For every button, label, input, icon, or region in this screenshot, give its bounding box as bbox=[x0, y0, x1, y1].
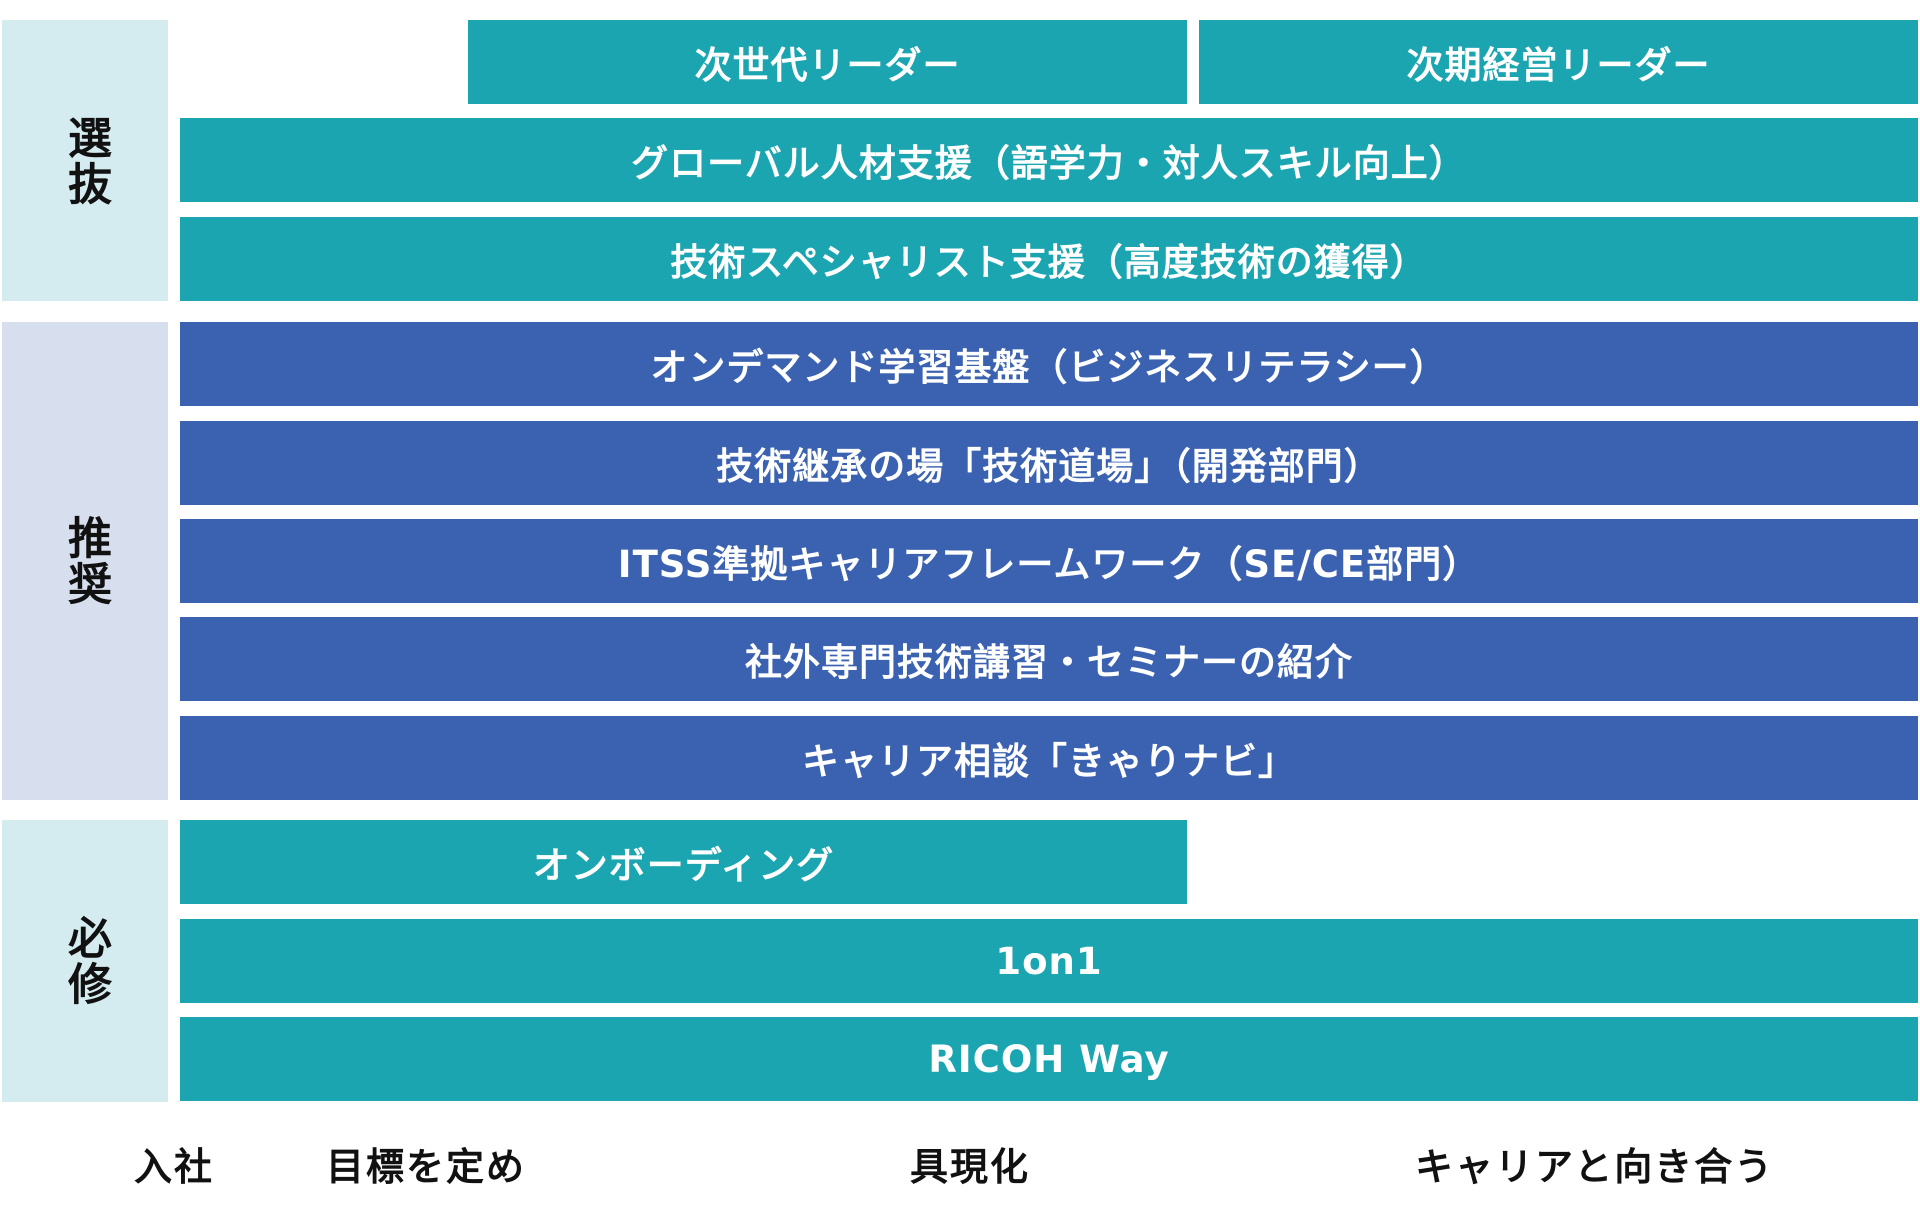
program-label: 技術スペシャリスト支援（高度技術の獲得） bbox=[670, 241, 1428, 284]
program-ricoh-way: RICOH Way bbox=[180, 1017, 1918, 1101]
program-label: 次世代リーダー bbox=[694, 44, 961, 87]
program-career-navi: キャリア相談「きゃりナビ」 bbox=[180, 716, 1918, 800]
program-onboarding: オンボーディング bbox=[180, 820, 1187, 904]
category-recommended-label: 推奨 bbox=[60, 515, 111, 607]
program-global-talent: グローバル人材支援（語学力・対人スキル向上） bbox=[180, 118, 1918, 202]
program-label: 社外専門技術講習・セミナーの紹介 bbox=[745, 641, 1353, 684]
program-tech-specialist: 技術スペシャリスト支援（高度技術の獲得） bbox=[180, 217, 1918, 301]
program-tech-dojo: 技術継承の場「技術道場」（開発部門） bbox=[180, 421, 1918, 505]
program-next-term-mgmt-leader: 次期経営リーダー bbox=[1199, 20, 1918, 104]
category-recommended: 推奨 bbox=[2, 322, 168, 800]
stage-set-goals: 目標を定め bbox=[326, 1145, 527, 1189]
stage-join: 入社 bbox=[134, 1145, 215, 1189]
stage-realize: 具現化 bbox=[910, 1145, 1031, 1189]
program-next-gen-leader: 次世代リーダー bbox=[468, 20, 1187, 104]
stage-face-career: キャリアと向き合う bbox=[1415, 1145, 1775, 1189]
category-mandatory: 必修 bbox=[2, 820, 168, 1102]
category-selection: 選抜 bbox=[2, 20, 168, 301]
program-label: 1on1 bbox=[995, 939, 1103, 983]
program-label: グローバル人材支援（語学力・対人スキル向上） bbox=[631, 142, 1467, 185]
program-label: キャリア相談「きゃりナビ」 bbox=[802, 740, 1296, 783]
program-on-demand: オンデマンド学習基盤（ビジネスリテラシー） bbox=[180, 322, 1918, 406]
program-itss: ITSS準拠キャリアフレームワーク（SE/CE部門） bbox=[180, 519, 1918, 603]
program-external-seminar: 社外専門技術講習・セミナーの紹介 bbox=[180, 617, 1918, 701]
program-label: オンデマンド学習基盤（ビジネスリテラシー） bbox=[650, 346, 1448, 389]
program-label: 次期経営リーダー bbox=[1406, 44, 1711, 87]
program-1on1: 1on1 bbox=[180, 919, 1918, 1003]
category-selection-label: 選抜 bbox=[60, 114, 111, 207]
program-label: 技術継承の場「技術道場」（開発部門） bbox=[716, 445, 1382, 488]
program-label: オンボーディング bbox=[532, 844, 835, 887]
program-label: ITSS準拠キャリアフレームワーク（SE/CE部門） bbox=[617, 543, 1481, 586]
category-mandatory-label: 必修 bbox=[60, 915, 111, 1007]
program-label: RICOH Way bbox=[928, 1037, 1170, 1081]
